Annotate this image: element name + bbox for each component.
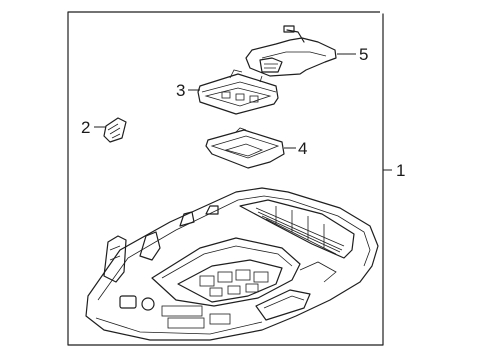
assembly-frame: [67, 11, 384, 346]
front-buttons: [119, 295, 231, 329]
part-5-wire-harness: [245, 25, 337, 77]
callout-2: 2: [81, 118, 90, 137]
part-4-bracket: [205, 127, 285, 169]
callout-4: 4: [298, 139, 307, 158]
part-2-clip: [103, 117, 127, 143]
switch-panel: [177, 259, 283, 303]
part-3-overhead-module: [197, 69, 279, 115]
callout-1: 1: [396, 161, 405, 180]
callout-3: 3: [176, 81, 185, 100]
vent-slats: [255, 206, 345, 255]
part-1-overhead-console: [85, 187, 379, 341]
callout-5: 5: [359, 45, 368, 64]
